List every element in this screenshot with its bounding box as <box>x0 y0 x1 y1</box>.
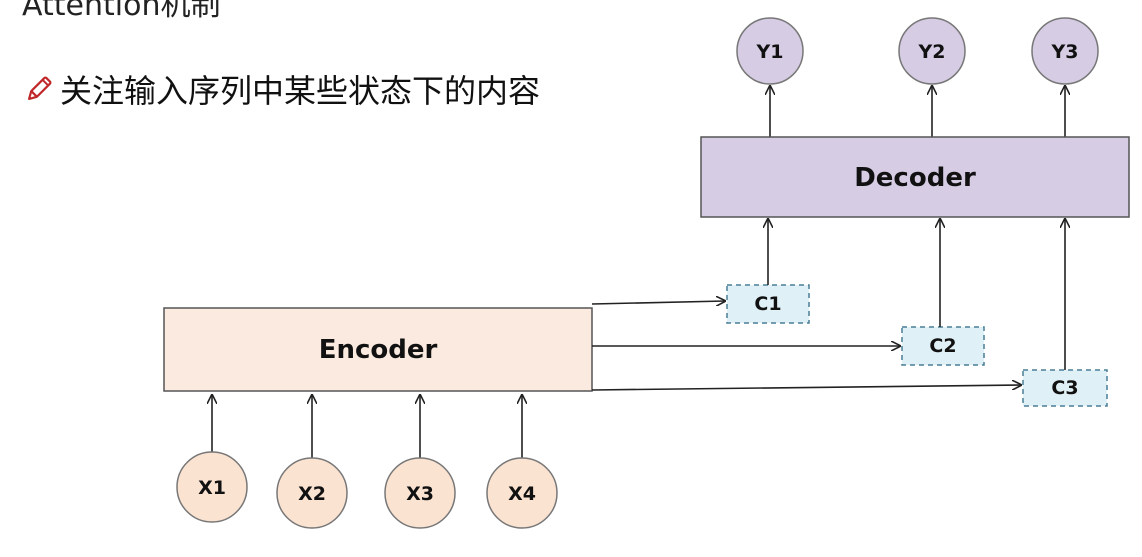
output-node-y1: Y1 <box>736 17 804 85</box>
input-node-x2: X2 <box>276 457 348 529</box>
input-node-x4: X4 <box>486 457 558 529</box>
arrow-encoder-c1 <box>591 301 725 304</box>
bullet-point: 关注输入序列中某些状态下的内容 <box>24 66 540 112</box>
pencil-icon <box>24 74 54 104</box>
input-node-x3: X3 <box>384 457 456 529</box>
context-label: C3 <box>1051 377 1078 399</box>
input-label: X3 <box>406 483 434 505</box>
output-label: Y3 <box>1051 41 1079 63</box>
page-title: Attention机制 <box>22 0 221 23</box>
output-node-y2: Y2 <box>898 17 966 85</box>
input-label: X1 <box>198 477 226 499</box>
context-label: C1 <box>754 293 781 315</box>
context-c1: C1 <box>726 284 810 324</box>
arrow-encoder-c3 <box>591 385 1021 391</box>
encoder-label: Encoder <box>319 335 438 365</box>
output-node-y3: Y3 <box>1031 17 1099 85</box>
output-label: Y2 <box>918 41 946 63</box>
context-c3: C3 <box>1022 369 1108 407</box>
input-label: X2 <box>298 483 326 505</box>
input-node-x1: X1 <box>176 451 248 523</box>
context-label: C2 <box>929 335 956 357</box>
encoder-block: Encoder <box>163 307 593 392</box>
decoder-label: Decoder <box>854 163 976 193</box>
output-label: Y1 <box>756 41 784 63</box>
bullet-text: 关注输入序列中某些状态下的内容 <box>60 72 541 110</box>
decoder-block: Decoder <box>700 136 1130 218</box>
input-label: X4 <box>508 483 536 505</box>
context-c2: C2 <box>901 326 985 366</box>
